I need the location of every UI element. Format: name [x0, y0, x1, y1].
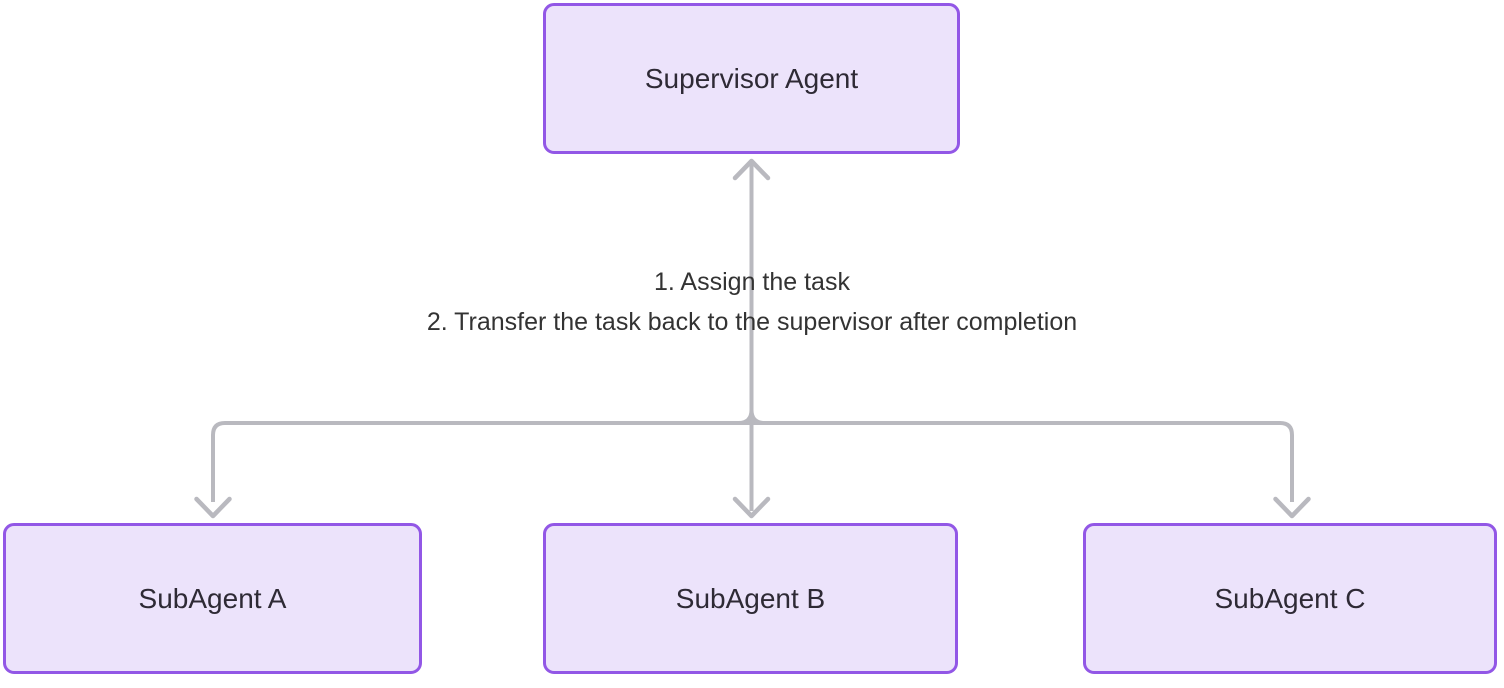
edge-label-line2: 2. Transfer the task back to the supervi…: [426, 308, 1078, 336]
arrow-down-b-icon: [732, 496, 771, 519]
edge-junction-fillet-right: [749, 409, 765, 425]
edge-branch-line: [211, 421, 1294, 502]
edge-junction-fillet-left: [738, 409, 754, 425]
edge-label: 1. Assign the task 2. Transfer the task …: [160, 262, 1344, 342]
arrow-down-c-icon: [1273, 496, 1311, 519]
subagent-c-node: SubAgent C: [1083, 523, 1497, 674]
subagent-b-label: SubAgent B: [675, 582, 826, 614]
supervisor-agent-label: Supervisor Agent: [644, 62, 859, 94]
arrow-up-icon: [732, 158, 771, 181]
arrow-down-a-icon: [194, 496, 232, 519]
subagent-c-label: SubAgent C: [1214, 582, 1366, 614]
supervisor-agent-node: Supervisor Agent: [543, 3, 960, 154]
subagent-b-node: SubAgent B: [543, 523, 958, 674]
subagent-a-node: SubAgent A: [3, 523, 422, 674]
edge-label-line1: 1. Assign the task: [654, 268, 850, 296]
subagent-a-label: SubAgent A: [138, 582, 287, 614]
